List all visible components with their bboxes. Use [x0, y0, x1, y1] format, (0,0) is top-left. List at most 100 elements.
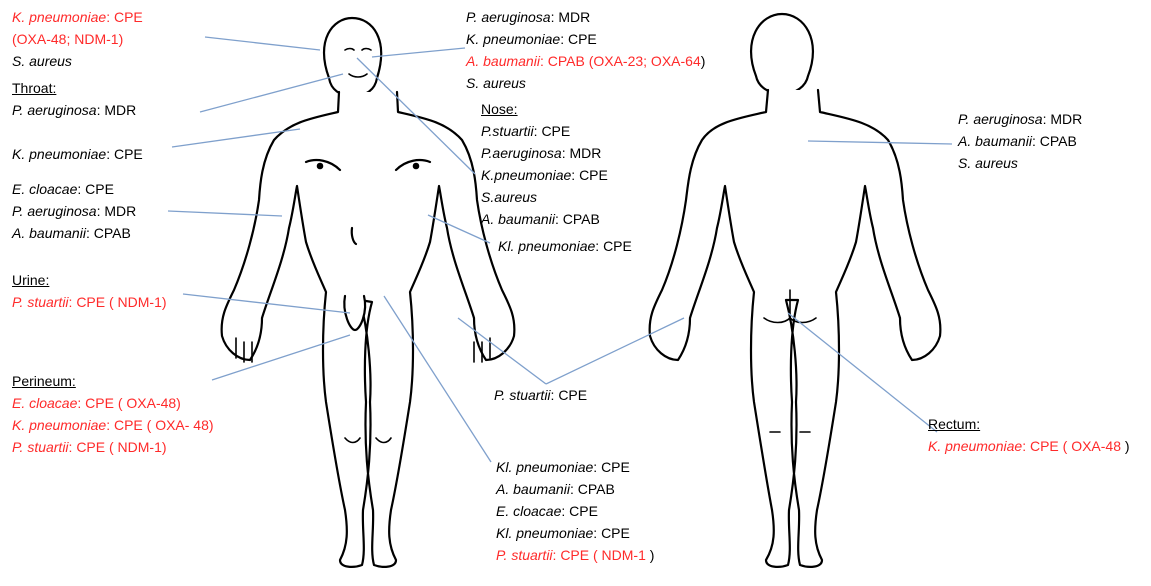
connector-throat [200, 74, 343, 112]
connector-head-right [372, 48, 465, 57]
resistance-note: : CPAB [86, 225, 131, 241]
organism-entry: Kl. pneumoniae: CPE [496, 522, 654, 544]
site-heading: Nose: [481, 98, 608, 120]
organism-name: K. pneumoniae [466, 31, 560, 47]
organism-entry: K. pneumoniae: CPE [12, 143, 143, 165]
organism-name: P. stuartii [12, 439, 69, 455]
organism-entry: P.stuartii: CPE [481, 120, 608, 142]
site-heading-text: Throat: [12, 80, 56, 96]
label-throat: Throat: P. aeruginosa: MDR [12, 77, 136, 121]
resistance-note: (OXA-48; NDM-1) [12, 31, 123, 47]
organism-name: P. stuartii [12, 294, 69, 310]
label-rectum: Rectum: K. pneumoniae: CPE ( OXA-48 ) [928, 413, 1130, 457]
resistance-note: : CPE [534, 123, 571, 139]
organism-entry: P. aeruginosa: MDR [12, 200, 136, 222]
organism-name: A. baumanii [466, 53, 540, 69]
organism-name: E. cloacae [496, 503, 561, 519]
organism-name: K. pneumoniae [12, 146, 106, 162]
organism-entry: P.aeruginosa: MDR [481, 142, 608, 164]
organism-name: A. baumanii [958, 133, 1032, 149]
site-heading: Urine: [12, 269, 167, 291]
organism-name: Kl. pneumoniae [498, 238, 595, 254]
organism-entry: S. aureus [12, 50, 143, 72]
label-urine: Urine: P. stuartii: CPE ( NDM-1) [12, 269, 167, 313]
organism-name: Kl. pneumoniae [496, 525, 593, 541]
organism-name: P.stuartii [481, 123, 534, 139]
organism-name: S. aureus [12, 53, 72, 69]
organism-entry: E. cloacae: CPE ( OXA-48) [12, 392, 214, 414]
resistance-note: : CPE [77, 181, 114, 197]
resistance-note: : CPE ( OXA- 48) [106, 417, 213, 433]
organism-entry: (OXA-48; NDM-1) [12, 28, 143, 50]
site-heading: Perineum: [12, 370, 214, 392]
organism-entry: S.aureus [481, 186, 608, 208]
organism-name: A. baumanii [12, 225, 86, 241]
organism-entry: Kl. pneumoniae: CPE [496, 456, 654, 478]
back-body-figure [650, 14, 941, 567]
organism-name: P. aeruginosa [12, 203, 97, 219]
site-heading-text: Perineum: [12, 373, 76, 389]
organism-name: P. aeruginosa [466, 9, 551, 25]
organism-entry: K. pneumoniae: CPE ( OXA-48 ) [928, 435, 1130, 457]
closing-paren: ) [650, 547, 655, 563]
organism-name: E. cloacae [12, 181, 77, 197]
resistance-note: : CPE [551, 387, 588, 403]
organism-entry: P. aeruginosa: MDR [958, 108, 1082, 130]
resistance-note: : CPE ( NDM-1) [69, 294, 167, 310]
connector-head-left [205, 37, 320, 50]
front-body-figure [222, 18, 515, 567]
resistance-note: : CPE [560, 31, 597, 47]
resistance-note: : MDR [1043, 111, 1083, 127]
closing-paren: ) [1125, 438, 1130, 454]
resistance-note: : MDR [97, 102, 137, 118]
resistance-note: : MDR [97, 203, 137, 219]
organism-name: A. baumanii [481, 211, 555, 227]
resistance-note: : CPE [561, 503, 598, 519]
site-heading-text: Rectum: [928, 416, 980, 432]
organism-entry: A. baumanii: CPAB [12, 222, 136, 244]
organism-entry: P. stuartii: CPE ( NDM-1 ) [496, 544, 654, 566]
organism-entry: K. pneumoniae: CPE [466, 28, 705, 50]
organism-name: P. aeruginosa [958, 111, 1043, 127]
label-elbow-right: Kl. pneumoniae: CPE [498, 235, 632, 257]
resistance-note: : CPAB (OXA-23; OXA-64 [540, 53, 701, 69]
organism-entry: P. stuartii: CPE ( NDM-1) [12, 436, 214, 458]
label-arm-left: E. cloacae: CPEP. aeruginosa: MDRA. baum… [12, 178, 136, 244]
label-perineum: Perineum: E. cloacae: CPE ( OXA-48)K. pne… [12, 370, 214, 458]
organism-name: S. aureus [466, 75, 526, 91]
resistance-note: : CPE [106, 9, 143, 25]
site-heading: Rectum: [928, 413, 1130, 435]
resistance-note: : CPE [593, 459, 630, 475]
resistance-note: : CPE [571, 167, 608, 183]
site-heading-text: Nose: [481, 101, 518, 117]
label-head-left: K. pneumoniae: CPE(OXA-48; NDM-1)S. aure… [12, 6, 143, 72]
organism-entry: S. aureus [466, 72, 705, 94]
organism-entry: Kl. pneumoniae: CPE [498, 235, 632, 257]
organism-name: K.pneumoniae [481, 167, 571, 183]
site-heading-text: Urine: [12, 272, 49, 288]
organism-entry: K. pneumoniae: CPE ( OXA- 48) [12, 414, 214, 436]
organism-name: P. aeruginosa [12, 102, 97, 118]
organism-entry: E. cloacae: CPE [12, 178, 136, 200]
resistance-note: : CPE [106, 146, 143, 162]
organism-name: P. stuartii [494, 387, 551, 403]
resistance-note: : CPAB [555, 211, 600, 227]
organism-entry: E. cloacae: CPE [496, 500, 654, 522]
organism-name: A. baumanii [496, 481, 570, 497]
organism-name: Kl. pneumoniae [496, 459, 593, 475]
resistance-note: : CPE [595, 238, 632, 254]
resistance-note: : MDR [562, 145, 602, 161]
organism-name: P. stuartii [496, 547, 553, 563]
resistance-note: : CPE ( OXA-48) [77, 395, 180, 411]
organism-name: P.aeruginosa [481, 145, 562, 161]
organism-name: K. pneumoniae [928, 438, 1022, 454]
label-chest: K. pneumoniae: CPE [12, 143, 143, 165]
resistance-note: : CPE [593, 525, 630, 541]
label-hands: P. stuartii: CPE [494, 384, 587, 406]
resistance-note: : CPE ( NDM-1) [69, 439, 167, 455]
